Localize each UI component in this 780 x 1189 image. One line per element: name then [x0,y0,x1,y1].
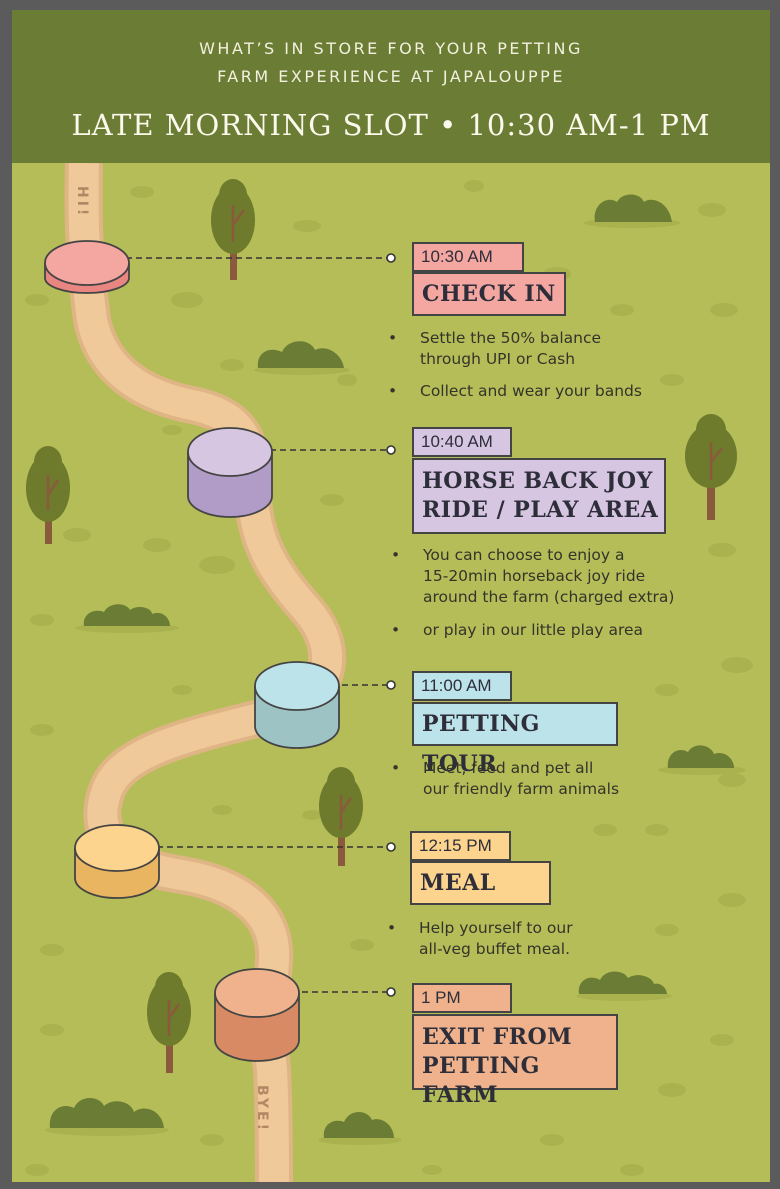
header-banner: WHAT’S IN STORE FOR YOUR PETTING FARM EX… [12,10,770,163]
bush-icon [318,1112,402,1145]
bush-icon [658,745,746,775]
stop-bullet: • Meet, feed and pet all our friendly fa… [391,758,620,800]
header-subtitle-line1: WHAT’S IN STORE FOR YOUR PETTING [199,39,583,58]
stop-bullet: • or play in our little play area [391,620,644,641]
stop-marker-checkin [44,240,130,294]
bullet-line: Help yourself to our [419,919,573,937]
bullet-line: Meet, feed and pet all [423,759,594,777]
stop-title-line: PETTING TOUR [422,711,540,777]
bullet-line: our friendly farm animals [423,780,620,798]
path-sign-start: HI! [74,186,90,219]
stop-title-horse-ride: HORSE BACK JOY RIDE / PLAY AREA [412,458,666,534]
stop-markers [44,240,340,1062]
stop-marker-exit [214,968,300,1062]
bullet-line: or play in our little play area [423,621,644,639]
stop-title-line: RIDE / PLAY AREA [422,497,659,523]
farm-map [25,162,753,1182]
bullet-dot: • [391,621,401,639]
tree-icon [685,414,737,520]
stop-title-checkin: CHECK IN [412,272,566,316]
connector-end-dot [386,680,396,690]
stop-time-checkin: 10:30 AM [412,242,524,272]
stop-title-line: MEAL [420,870,496,896]
tree-icon [319,767,363,866]
page-title: LATE MORNING SLOT • 10:30 AM-1 PM [71,108,711,142]
path-sign-end: BYE! [254,1085,270,1133]
trees [26,179,737,1073]
bullet-dot: • [388,382,398,400]
stop-title-line: HORSE BACK JOY [422,468,653,494]
header-subtitle-line2: FARM EXPERIENCE AT JAPALOUPPE [217,67,565,86]
stop-title-line: CHECK IN [422,281,556,307]
stop-time-meal: 12:15 PM [410,831,511,861]
connector-end-dot [386,987,396,997]
bush-icon [254,341,350,375]
stop-title-meal: MEAL [410,861,551,905]
connector-end-dot [386,445,396,455]
bullet-line: Collect and wear your bands [420,382,642,400]
connector-end-dot [386,842,396,852]
tree-icon [211,179,255,280]
stop-time-petting-tour: 11:00 AM [412,671,512,701]
bullet-dot: • [387,919,397,937]
bush-icon [75,604,179,633]
tree-icon [147,972,191,1073]
bullet-dot: • [388,329,398,347]
bullet-dot: • [391,546,401,564]
tree-icon [26,446,70,544]
bullet-line: You can choose to enjoy a [423,546,625,564]
stop-bullet: • You can choose to enjoy a 15-20min hor… [391,545,675,608]
bushes [45,194,746,1145]
bullet-line: 15-20min horseback joy ride [423,567,646,585]
bush-icon [45,1098,169,1136]
stop-time-horse-ride: 10:40 AM [412,427,512,457]
stop-time-exit: 1 PM [412,983,512,1013]
stop-marker-meal [74,824,160,899]
stop-marker-horse-ride [187,427,273,518]
bush-icon [576,971,672,1001]
stop-title-exit: EXIT FROM PETTING FARM [412,1014,618,1108]
connector-end-dot [386,253,396,263]
bullet-dot: • [391,759,401,777]
stop-bullet: • Help yourself to our all-veg buffet me… [387,918,573,960]
poster: WHAT’S IN STORE FOR YOUR PETTING FARM EX… [12,10,770,1182]
stop-bullet: • Collect and wear your bands [388,381,642,402]
stop-title-petting-tour: PETTING TOUR [412,702,618,777]
stop-title-line: PETTING FARM [422,1053,540,1108]
stop-bullet: • Settle the 50% balance through UPI or … [388,328,602,370]
stop-marker-petting-tour [254,661,340,749]
bullet-line: Settle the 50% balance [420,329,602,347]
bullet-line: all-veg buffet meal. [419,940,571,958]
bullet-line: around the farm (charged extra) [423,588,675,606]
bullet-line: through UPI or Cash [420,350,576,368]
bush-icon [584,194,680,228]
stop-title-line: EXIT FROM [422,1024,573,1050]
